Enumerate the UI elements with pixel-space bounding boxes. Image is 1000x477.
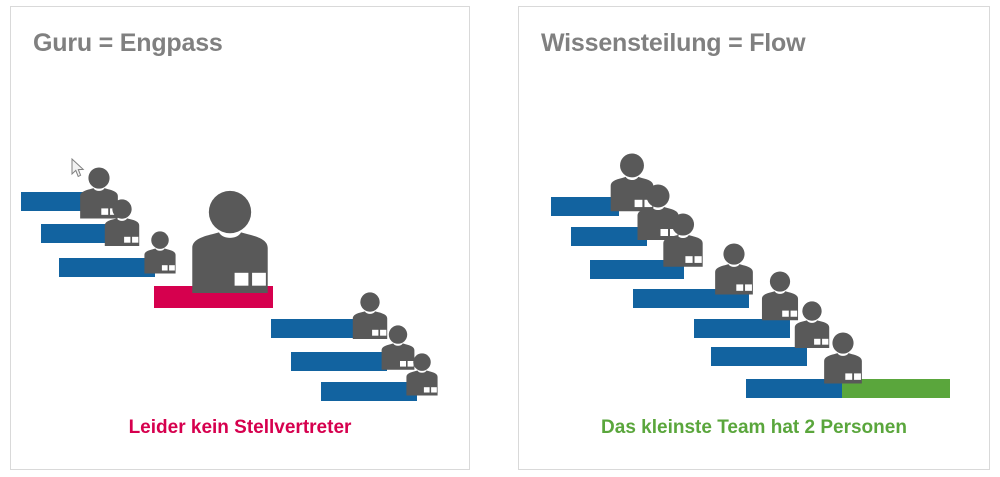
person-figure-icon-person-5 [758, 271, 802, 322]
person-figure-icon-person-3 [141, 231, 179, 275]
person-figure-icon-person-guru [184, 190, 276, 297]
person-figure-icon-person-7 [820, 332, 866, 385]
person-figure-icon-person-2 [101, 199, 143, 248]
panel-wissensteilung-flow: Wissensteilung = Flow Das kl [518, 6, 990, 470]
panel-title-right: Wissensteilung = Flow [541, 29, 806, 57]
bar-blue-bar-2 [571, 227, 647, 246]
bar-blue-bar-4 [271, 319, 367, 338]
panel-title-left: Guru = Engpass [33, 29, 223, 57]
bar-green-bar-green [842, 379, 950, 398]
bar-blue-bar-1 [551, 197, 619, 216]
person-figure-icon-person-3 [659, 213, 707, 269]
person-figure-icon-person-1 [76, 167, 122, 220]
panel-guru-engpass: Guru = Engpass Leide [10, 6, 470, 470]
scene-left [11, 7, 469, 469]
person-figure-icon-person-6 [403, 353, 441, 397]
panel-caption-left: Leider kein Stellvertreter [128, 417, 352, 438]
person-figure-icon-person-6 [791, 301, 833, 350]
bar-blue-bar-3 [59, 258, 155, 277]
person-figure-icon-person-2 [633, 184, 683, 242]
bar-blue-bar-6 [321, 382, 417, 401]
bar-blue-bar-3 [590, 260, 684, 279]
bar-blue-bar-6 [711, 347, 807, 366]
bar-blue-bar-7 [746, 379, 842, 398]
person-figure-icon-person-4 [711, 243, 757, 296]
scene-right [519, 7, 989, 469]
bar-blue-bar-5 [694, 319, 790, 338]
panel-caption-right: Das kleinste Team hat 2 Personen [601, 417, 907, 438]
bar-blue-bar-2 [41, 224, 123, 243]
mouse-cursor-icon [71, 157, 85, 178]
person-figure-icon-person-1 [606, 153, 658, 213]
person-figure-icon-person-5 [378, 325, 418, 371]
person-figure-icon-person-4 [349, 292, 391, 341]
bar-blue-bar-5 [291, 352, 387, 371]
